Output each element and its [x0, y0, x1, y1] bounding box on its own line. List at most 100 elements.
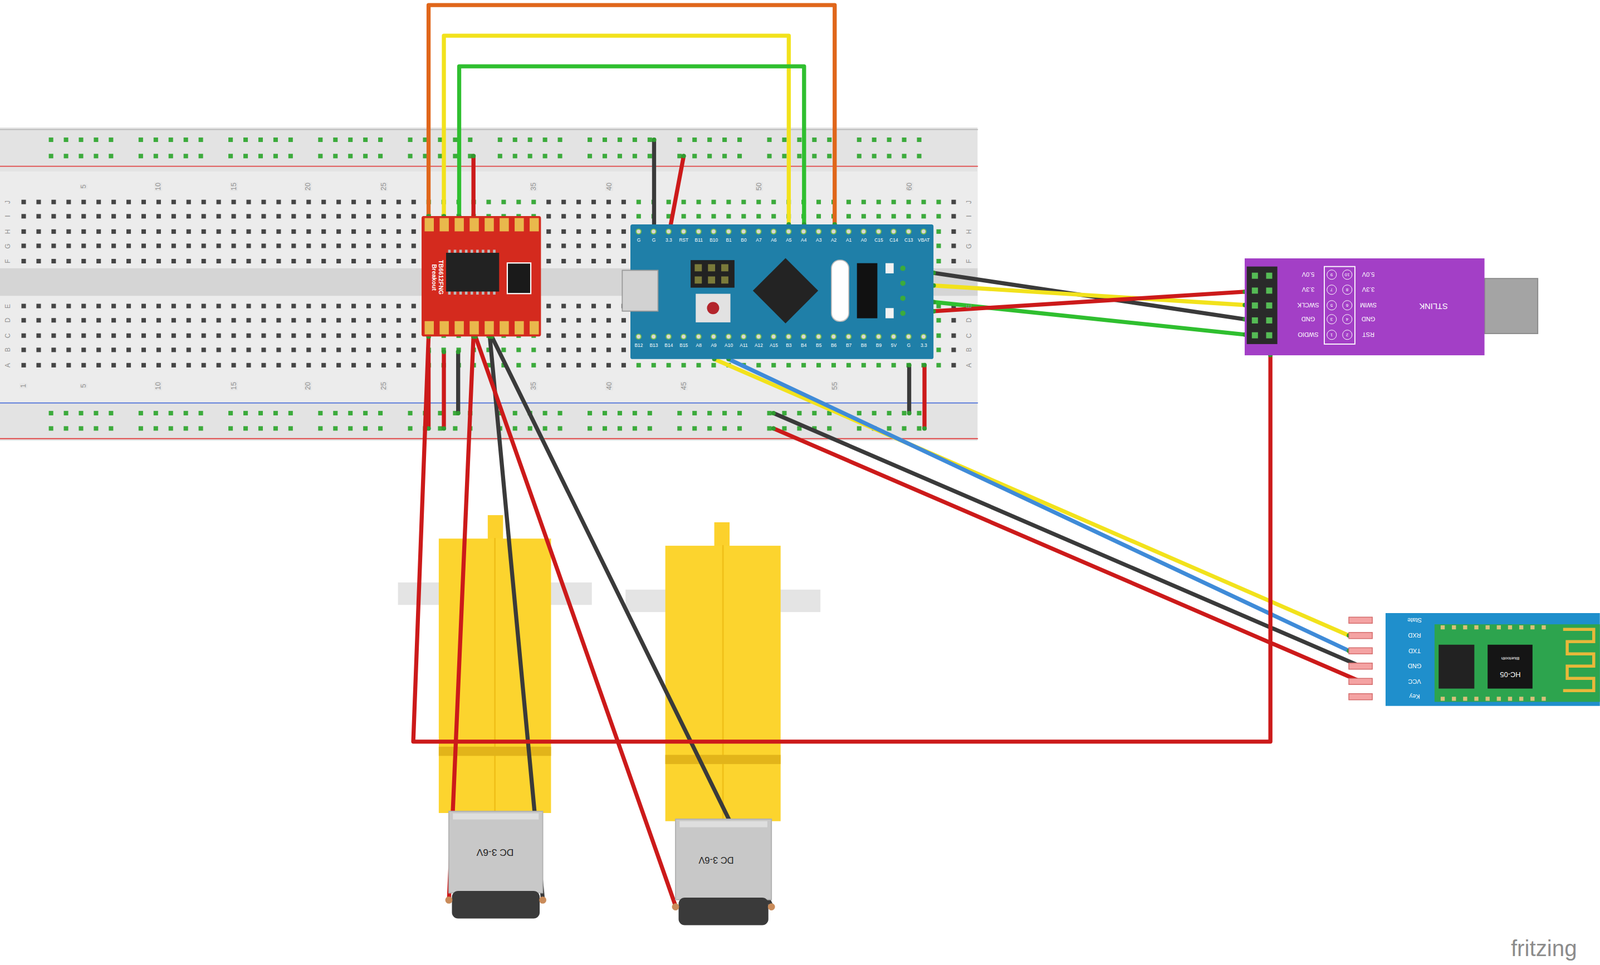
breadboard-hole — [141, 213, 146, 219]
breadboard-hole — [396, 229, 401, 234]
breadboard-hole — [261, 304, 266, 309]
breadboard-hole — [171, 347, 176, 352]
rail-hole — [288, 410, 293, 416]
breadboard-hole — [861, 363, 866, 368]
breadboard-hole — [36, 213, 41, 219]
wire-end — [441, 349, 447, 355]
rail-hole — [288, 426, 293, 431]
breadboard-index: 45 — [679, 380, 688, 390]
breadboard-index: G — [4, 243, 12, 249]
breadboard-hole — [321, 363, 326, 368]
breadboard-hole — [606, 258, 611, 264]
rail-hole — [408, 153, 413, 159]
breadboard-hole — [321, 258, 326, 264]
rail-hole — [153, 137, 159, 143]
solder-pad — [1542, 696, 1546, 701]
breadboard-hole — [291, 258, 296, 264]
breadboard-hole — [351, 363, 356, 368]
rail-hole — [527, 426, 533, 431]
breadboard-hole — [411, 317, 417, 323]
component-label: DC 3-6V — [698, 855, 735, 866]
breadboard-hole — [81, 333, 86, 339]
solder-pad — [1474, 696, 1479, 701]
breadboard-hole — [201, 229, 207, 234]
breadboard-hole — [141, 199, 146, 205]
breadboard-hole — [81, 199, 86, 205]
breadboard-hole — [636, 229, 642, 234]
pin-label: B12 — [634, 343, 644, 349]
rail-hole — [811, 137, 817, 143]
breadboard-hole — [96, 363, 101, 368]
breadboard-hole — [696, 213, 702, 219]
breadboard-hole — [936, 213, 941, 219]
breadboard-hole — [321, 229, 326, 234]
component-label: 5.0V — [1302, 271, 1315, 278]
breadboard-hole — [546, 213, 551, 219]
breadboard-hole — [591, 199, 596, 205]
breadboard-hole — [66, 317, 71, 323]
mcu-chip — [752, 258, 819, 324]
rail-hole — [138, 410, 144, 416]
rail-hole — [93, 410, 99, 416]
breadboard-hole — [816, 199, 821, 205]
breadboard-index: 35 — [529, 182, 538, 192]
breadboard-hole — [21, 347, 26, 352]
rail-hole — [602, 153, 608, 159]
breadboard-hole — [276, 317, 281, 323]
breadboard-hole — [591, 243, 596, 248]
breadboard-hole — [891, 363, 897, 368]
wire-end — [907, 363, 912, 368]
breadboard-hole — [201, 304, 207, 309]
solder-pad — [1485, 625, 1490, 630]
breadboard-hole — [306, 229, 311, 234]
rail-hole — [317, 426, 323, 431]
jumper-wire — [441, 351, 446, 429]
rail-hole — [437, 410, 443, 416]
can-highlight — [679, 821, 768, 828]
breadboard-hole — [516, 347, 521, 352]
breadboard-hole — [561, 317, 566, 323]
rail-hole — [916, 137, 922, 143]
pin-label: VBAT — [917, 238, 930, 244]
breadboard-hole — [411, 347, 417, 352]
breadboard-index: A — [4, 363, 12, 368]
pin-hole — [891, 229, 897, 235]
breadboard-hole — [261, 213, 266, 219]
breadboard-hole — [216, 199, 222, 205]
breadboard-hole — [366, 363, 371, 368]
pin-pad — [514, 321, 524, 335]
solder-pad — [1508, 625, 1513, 630]
breadboard-index: D — [965, 317, 973, 324]
wire — [413, 336, 1271, 742]
motor-can — [448, 811, 543, 894]
breadboard-hole — [591, 333, 596, 339]
pin-hole — [861, 229, 867, 235]
breadboard-hole — [561, 213, 566, 219]
header-pin — [1266, 331, 1273, 339]
breadboard-hole — [51, 304, 56, 309]
rail-hole — [722, 426, 727, 431]
breadboard-hole — [936, 317, 941, 323]
rail-hole — [857, 153, 862, 159]
rail-hole — [857, 137, 862, 143]
rail-hole — [617, 153, 623, 159]
breadboard-hole — [126, 199, 131, 205]
breadboard-hole — [261, 333, 266, 339]
pin-pad — [529, 218, 539, 232]
breadboard-hole — [246, 363, 251, 368]
breadboard-hole — [201, 333, 207, 339]
pin-label: A11 — [739, 343, 748, 349]
breadboard-hole — [36, 229, 41, 234]
breadboard-hole — [576, 258, 581, 264]
breadboard-hole — [606, 347, 611, 352]
rail-hole — [512, 137, 518, 143]
breadboard-hole — [261, 363, 266, 368]
breadboard-hole — [381, 213, 386, 219]
breadboard-hole — [96, 304, 101, 309]
breadboard-hole — [906, 199, 912, 205]
rail-hole — [452, 137, 458, 143]
breadboard-hole — [126, 347, 131, 352]
can-highlight — [453, 813, 540, 820]
component-drawing — [630, 224, 934, 360]
breadboard-hole — [51, 363, 56, 368]
